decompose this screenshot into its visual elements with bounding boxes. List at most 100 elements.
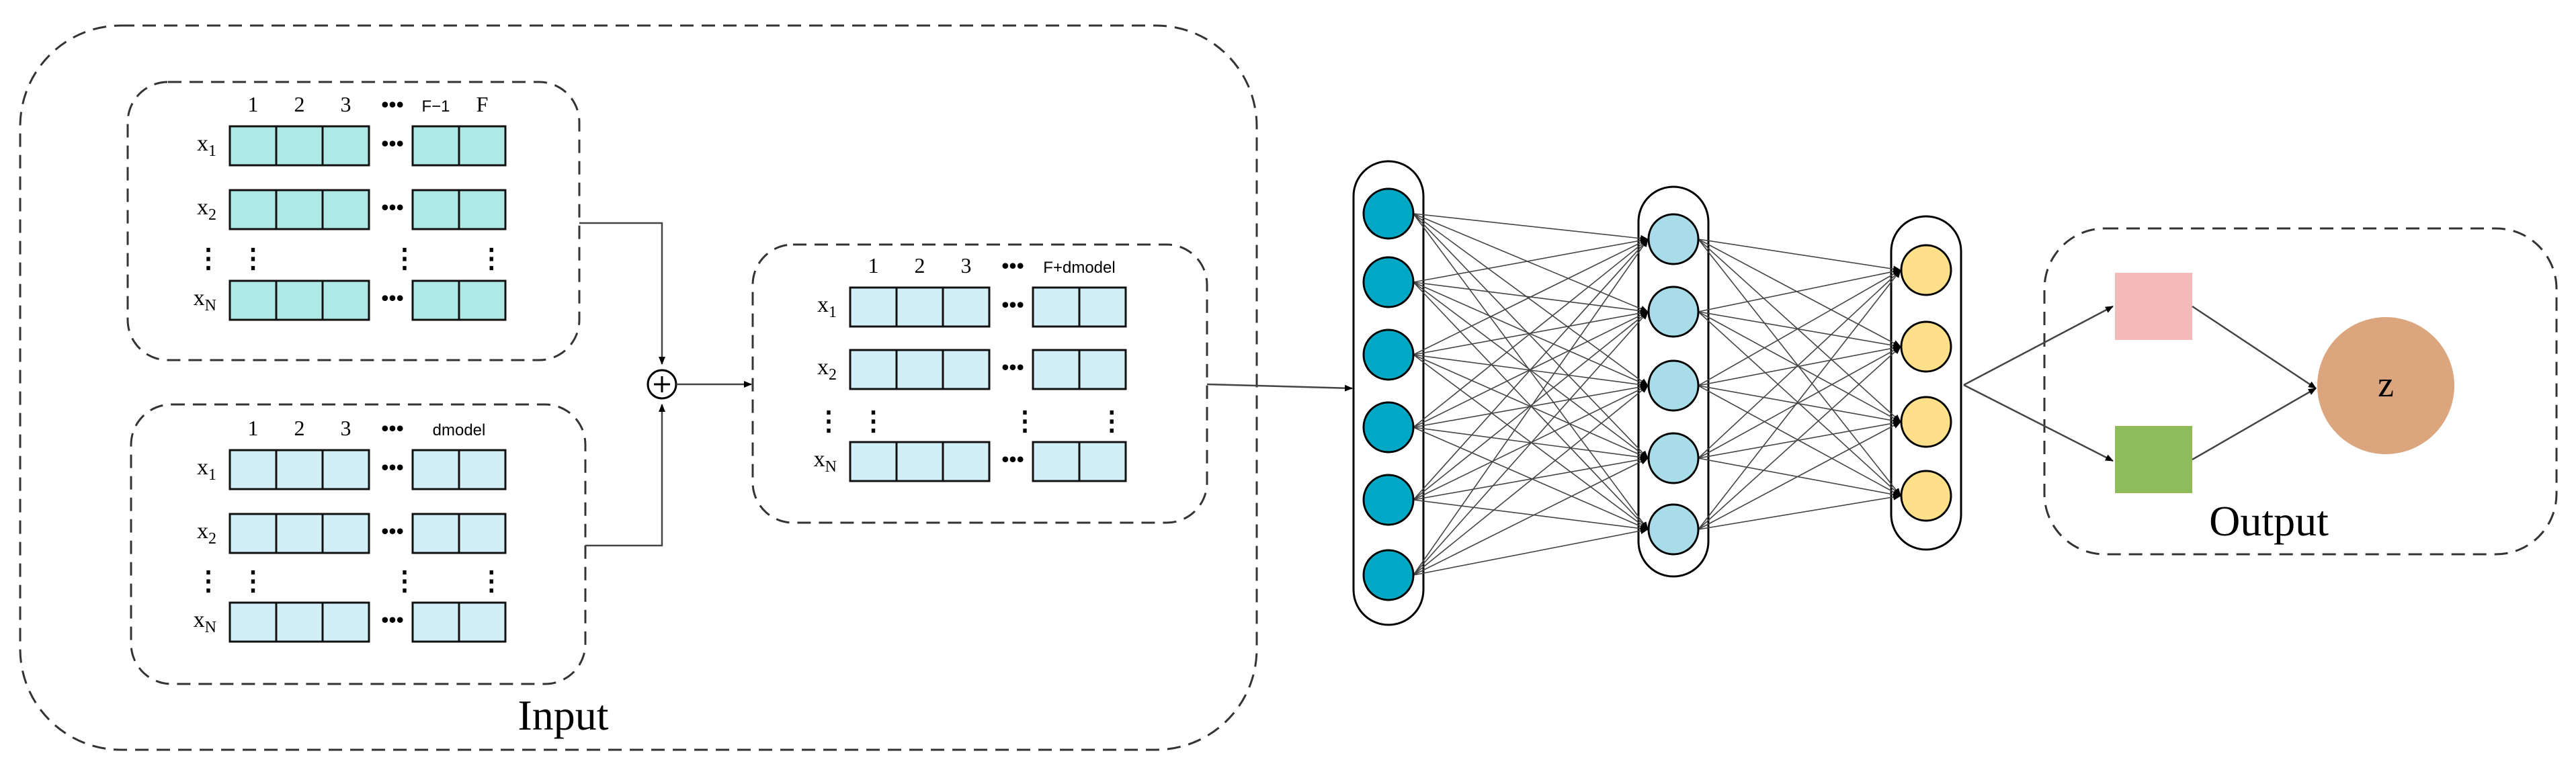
- embedding-cell: [411, 449, 460, 490]
- edge-l1-5-to-l2-1: [1413, 311, 1649, 576]
- edge-l2-3-to-l3-0: [1698, 269, 1901, 459]
- edge-l1-4-to-l2-4: [1413, 499, 1649, 532]
- connector-box-a-to-z: [2192, 305, 2317, 390]
- embedding-header-4: dmodel: [433, 421, 486, 439]
- edge-l2-2-to-l3-2: [1698, 385, 1901, 424]
- feature-cell: [275, 125, 324, 167]
- embedding-cell: [458, 449, 507, 490]
- embedding-cell: [228, 513, 278, 554]
- combined-cell: [1032, 441, 1081, 482]
- embedding-header-3: •••: [381, 416, 404, 440]
- embedding-vertical-ellipsis: ⋮: [391, 566, 418, 596]
- layer-1-node-1: [1362, 187, 1415, 240]
- embedding-vertical-ellipsis: ⋮: [195, 566, 222, 596]
- embedding-cell: [275, 601, 324, 643]
- feature-header-0: 1: [248, 92, 259, 116]
- embedding-ellipsis: •••: [381, 607, 404, 632]
- combined-cell: [1078, 349, 1127, 390]
- combined-cell: [1078, 441, 1127, 482]
- output-box-b: [2115, 426, 2192, 493]
- embedding-vertical-ellipsis: ⋮: [240, 566, 267, 596]
- edge-l2-1-to-l3-0: [1698, 268, 1901, 312]
- embedding-ellipsis: •••: [381, 455, 404, 479]
- combined-cell: [849, 441, 898, 482]
- embedding-cell: [228, 449, 278, 490]
- embedding-cell: [321, 601, 370, 643]
- output-frame: [2043, 227, 2558, 556]
- feature-row-label-0: x1: [197, 131, 216, 160]
- edge-l2-0-to-l3-2: [1698, 239, 1901, 423]
- embedding-vertical-ellipsis: ⋮: [478, 566, 505, 596]
- feature-cell: [228, 279, 278, 321]
- embedding-cell: [411, 601, 460, 643]
- layer-2-node-1: [1647, 213, 1700, 265]
- combined-row-label-1: x2: [817, 355, 837, 384]
- edge-l2-3-to-l3-1: [1698, 346, 1901, 459]
- edge-l1-5-to-l2-2: [1413, 385, 1649, 576]
- edge-l2-1-to-l3-1: [1698, 311, 1901, 349]
- connector-embedding-to-add: [585, 404, 665, 547]
- feature-cell: [458, 125, 507, 167]
- embedding-row-label-1: x2: [197, 519, 216, 548]
- combined-header-1: 2: [915, 253, 925, 277]
- layer-3-node-3: [1900, 396, 1952, 448]
- edge-l2-0-to-l3-3: [1698, 239, 1901, 496]
- edge-l1-4-to-l2-3: [1413, 456, 1649, 501]
- feature-ellipsis: •••: [381, 286, 404, 310]
- feature-ellipsis: •••: [381, 195, 404, 219]
- feature-cell: [228, 189, 278, 230]
- feature-cell: [411, 189, 460, 230]
- embedding-header-0: 1: [248, 416, 259, 440]
- embedding-header-1: 2: [294, 416, 305, 440]
- embedding-cell: [321, 513, 370, 554]
- edge-l1-3-to-l2-0: [1413, 239, 1649, 428]
- connector-feature-to-add: [579, 222, 665, 365]
- embedding-ellipsis: •••: [381, 519, 404, 543]
- layer-3-node-4: [1900, 470, 1952, 522]
- edge-l2-4-to-l3-3: [1698, 493, 1901, 530]
- feature-vertical-ellipsis: ⋮: [478, 243, 505, 273]
- combined-header-3: •••: [1001, 253, 1024, 277]
- feature-cell: [321, 279, 370, 321]
- edge-l1-4-to-l2-1: [1413, 311, 1649, 501]
- connector-box-b-to-z: [2192, 387, 2317, 461]
- combined-row-label-2: xN: [814, 447, 837, 476]
- embedding-header-2: 3: [341, 416, 351, 440]
- feature-header-3: •••: [381, 92, 404, 116]
- combined-cell: [895, 441, 944, 482]
- output-z-node: [2317, 317, 2454, 454]
- embedding-cell: [275, 449, 324, 490]
- embedding-cell: [275, 513, 324, 554]
- edge-l2-2-to-l3-0: [1698, 269, 1901, 386]
- feature-cell: [275, 189, 324, 230]
- edge-l1-2-to-l2-4: [1413, 354, 1649, 530]
- edge-l2-4-to-l3-0: [1698, 269, 1901, 530]
- embedding-cell: [458, 601, 507, 643]
- layer-3-capsule: [1890, 215, 1962, 551]
- layer-2-node-4: [1647, 432, 1700, 484]
- edge-l1-5-to-l2-4: [1413, 527, 1649, 576]
- combined-cell: [1078, 286, 1127, 328]
- combined-cell: [1032, 286, 1081, 328]
- combined-header-4: F+dmodel: [1043, 259, 1115, 277]
- layer-1-node-2: [1362, 256, 1415, 308]
- edge-l2-1-to-l3-2: [1698, 311, 1901, 423]
- feature-ellipsis: •••: [381, 131, 404, 155]
- feature-vertical-ellipsis: ⋮: [240, 243, 267, 273]
- layer-2-node-5: [1647, 503, 1700, 556]
- feature-cell: [458, 189, 507, 230]
- edge-l2-2-to-l3-3: [1698, 385, 1901, 496]
- feature-header-4: F−1: [421, 97, 450, 116]
- neural-network: [1352, 160, 1962, 626]
- feature-cell: [411, 279, 460, 321]
- edge-l1-4-to-l2-0: [1413, 239, 1649, 501]
- z-label: z: [2378, 364, 2394, 404]
- combined-cell: [895, 286, 944, 328]
- feature-matrix-frame: [126, 81, 581, 361]
- feature-vertical-ellipsis: ⋮: [391, 243, 418, 273]
- edge-l1-2-to-l2-0: [1413, 239, 1649, 355]
- edge-l1-5-to-l2-3: [1413, 458, 1649, 576]
